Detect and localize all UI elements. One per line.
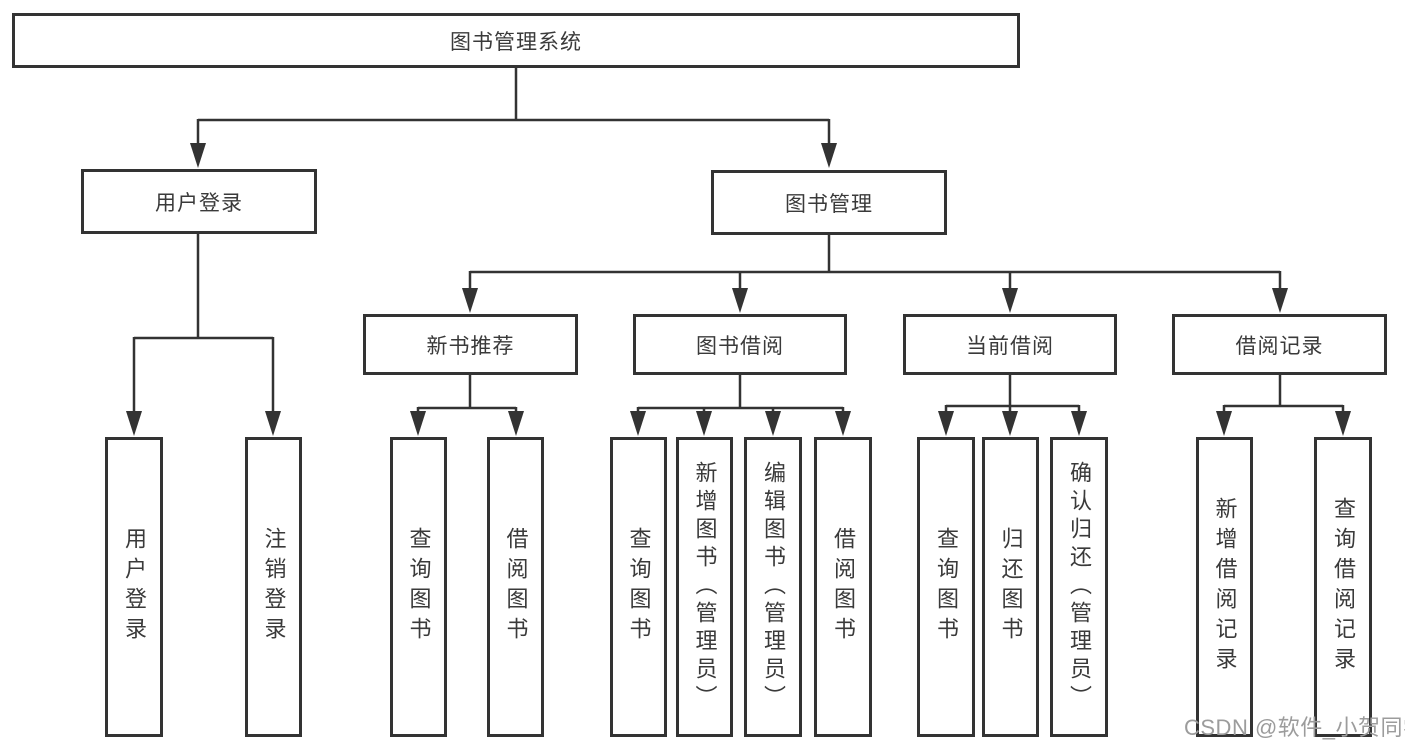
leaf-borrow-books-1: 借阅图书 — [487, 437, 544, 737]
node-label: 图书管理系统 — [450, 30, 582, 54]
leaf-logout: 注销登录 — [245, 437, 302, 737]
arrow-down-icon — [765, 411, 781, 436]
node-label: 图书借阅 — [696, 334, 784, 358]
node-label: 查询借阅记录 — [1331, 497, 1356, 677]
arrow-down-icon — [732, 288, 748, 313]
leaf-query-books-2: 查询图书 — [610, 437, 667, 737]
leaf-confirm-return-admin: 确认归还（管理员） — [1050, 437, 1108, 737]
arrow-down-icon — [508, 411, 524, 436]
arrow-down-icon — [126, 411, 142, 436]
node-label: 新增图书（管理员） — [692, 461, 718, 713]
arrow-down-icon — [410, 411, 426, 436]
node-label: 查询图书 — [934, 527, 959, 647]
arrow-down-icon — [821, 143, 837, 168]
node-label: 借阅图书 — [831, 527, 856, 647]
leaf-add-book-admin: 新增图书（管理员） — [676, 437, 733, 737]
arrow-down-icon — [630, 411, 646, 436]
node-label: 借阅记录 — [1235, 334, 1324, 358]
node-label: 借阅图书 — [503, 527, 529, 647]
node-label: 注销登录 — [261, 527, 287, 647]
arrowheads — [126, 143, 1351, 436]
leaf-user-login: 用户登录 — [105, 437, 163, 737]
node-new-book-recommend: 新书推荐 — [363, 314, 578, 375]
node-user-login: 用户登录 — [81, 169, 317, 234]
arrow-down-icon — [1272, 288, 1288, 313]
arrow-down-icon — [1002, 411, 1018, 436]
arrow-down-icon — [190, 143, 206, 168]
node-label: 查询图书 — [406, 527, 432, 647]
node-label: 用户登录 — [155, 191, 243, 215]
node-label: 归还图书 — [998, 527, 1024, 647]
node-book-borrow: 图书借阅 — [633, 314, 847, 375]
node-label: 用户登录 — [122, 527, 147, 647]
node-current-borrow: 当前借阅 — [903, 314, 1117, 375]
arrow-down-icon — [1335, 411, 1351, 436]
arrow-down-icon — [1071, 411, 1087, 436]
node-label: 图书管理 — [785, 192, 873, 216]
node-label: 新书推荐 — [426, 334, 515, 358]
node-label: 查询图书 — [626, 527, 652, 647]
node-label: 新增借阅记录 — [1212, 497, 1238, 677]
arrow-down-icon — [1002, 288, 1018, 313]
leaf-edit-book-admin: 编辑图书（管理员） — [744, 437, 802, 737]
node-book-management: 图书管理 — [711, 170, 947, 235]
arrow-down-icon — [1216, 411, 1232, 436]
leaf-add-borrow-record: 新增借阅记录 — [1196, 437, 1253, 737]
leaf-borrow-books-2: 借阅图书 — [814, 437, 872, 737]
leaf-query-borrow-record: 查询借阅记录 — [1314, 437, 1372, 737]
leaf-query-books-3: 查询图书 — [917, 437, 975, 737]
arrow-down-icon — [462, 288, 478, 313]
node-label: 当前借阅 — [966, 334, 1054, 358]
arrow-down-icon — [265, 411, 281, 436]
node-library-management-system: 图书管理系统 — [12, 13, 1020, 68]
node-label: 确认归还（管理员） — [1067, 461, 1092, 713]
arrow-down-icon — [938, 411, 954, 436]
arrow-down-icon — [696, 411, 712, 436]
node-borrow-records: 借阅记录 — [1172, 314, 1387, 375]
leaf-query-books-1: 查询图书 — [390, 437, 447, 737]
node-label: 编辑图书（管理员） — [761, 461, 786, 713]
csdn-watermark: CSDN @软件_小贺同学 — [1184, 715, 1405, 740]
arrow-down-icon — [835, 411, 851, 436]
leaf-return-book: 归还图书 — [982, 437, 1039, 737]
